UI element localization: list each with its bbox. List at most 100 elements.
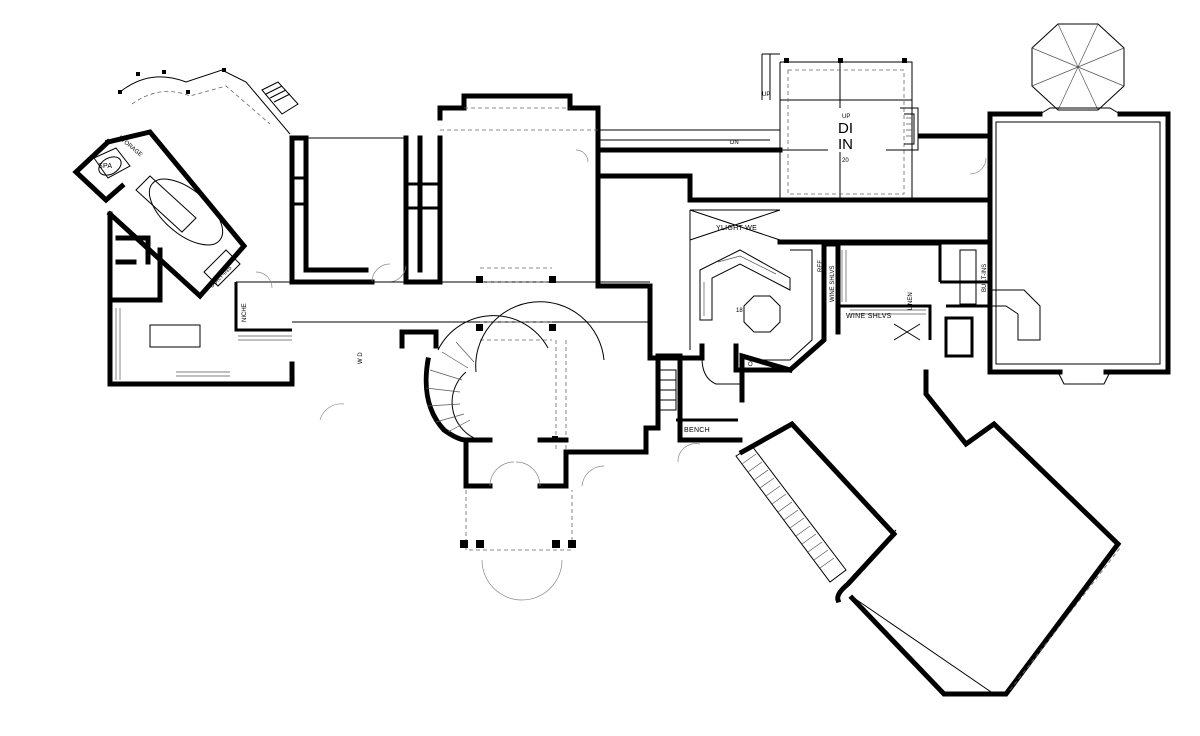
porch-column bbox=[552, 540, 560, 548]
east-wing-walls bbox=[987, 111, 1171, 375]
sunroom-curve bbox=[119, 69, 291, 135]
gallery-hall bbox=[236, 281, 650, 323]
locker-shelves bbox=[660, 369, 677, 411]
east-connector bbox=[777, 133, 993, 245]
door-swing bbox=[575, 149, 589, 163]
bay-window-bottom bbox=[1057, 371, 1111, 385]
octagon-table bbox=[743, 295, 781, 333]
door-swing bbox=[677, 443, 701, 463]
kitchen-north-walls bbox=[595, 147, 783, 203]
dining bbox=[761, 53, 919, 200]
east-wing-inner bbox=[995, 121, 1161, 365]
dining-label-mask bbox=[828, 108, 886, 152]
garage-walls bbox=[738, 369, 1122, 697]
closet-a bbox=[292, 176, 306, 206]
dining-label-fragment-top: DI bbox=[838, 120, 853, 137]
built-ins-right-cabinet bbox=[959, 249, 977, 305]
mudroom-walls bbox=[655, 352, 794, 443]
central-great-room bbox=[236, 93, 653, 341]
island-counter bbox=[149, 324, 201, 348]
foyer-arch bbox=[475, 301, 605, 373]
up-label: UP bbox=[842, 114, 850, 120]
spa-tub bbox=[93, 147, 131, 179]
sunroom-post bbox=[222, 68, 226, 72]
foyer-dashed-line bbox=[555, 340, 567, 452]
kitchen bbox=[595, 129, 841, 385]
fireplace bbox=[900, 107, 919, 151]
bay-window-top bbox=[1039, 107, 1121, 115]
dining-post bbox=[784, 58, 789, 63]
porch-column bbox=[460, 540, 468, 548]
kitchen-island-l bbox=[699, 249, 791, 321]
room-labels: SPA STORAGE BUILT-INS NICHE W D YLIGHT W… bbox=[98, 92, 988, 434]
niche-wall bbox=[234, 282, 292, 332]
skylight-label: YLIGHT WE bbox=[716, 225, 757, 232]
bedroom-b-walls bbox=[403, 135, 443, 285]
closet-shelving bbox=[115, 308, 292, 380]
fireplace-hearth bbox=[906, 117, 912, 137]
wine-room-walls bbox=[838, 242, 990, 340]
great-room-walls bbox=[437, 93, 653, 289]
bench-label: BENCH bbox=[684, 427, 710, 434]
foyer-walls bbox=[399, 329, 661, 489]
gallery-column bbox=[549, 276, 556, 283]
kitchen-counter-right bbox=[760, 249, 813, 361]
gallery-column bbox=[549, 324, 556, 331]
wine-shlvs-vertical-label: WINE SHLVS bbox=[830, 265, 836, 302]
dining-label-fragment-bottom: IN bbox=[838, 136, 853, 153]
west-closet-wall bbox=[115, 235, 151, 265]
sunroom-post bbox=[162, 70, 166, 74]
dn-label: DN bbox=[730, 140, 739, 146]
door-swing bbox=[255, 271, 273, 289]
ref-label: REF bbox=[818, 260, 824, 272]
dining-post bbox=[902, 58, 907, 63]
entry-door-swing bbox=[489, 461, 541, 487]
closet-b bbox=[406, 182, 440, 210]
linen-label: LINEN bbox=[908, 292, 914, 310]
porch-outline bbox=[465, 490, 573, 551]
builtins-right-label: BUILT-INS bbox=[982, 264, 988, 292]
stair-rail-north bbox=[761, 53, 780, 100]
gallery-column bbox=[476, 324, 483, 331]
door-swing bbox=[581, 465, 605, 487]
foyer bbox=[399, 301, 661, 601]
wine-shlvs-label: WINE SHLVS bbox=[846, 313, 892, 320]
up-mark-north: UP bbox=[762, 92, 770, 98]
garage-stair-outer bbox=[735, 445, 847, 583]
kitchen-counter-top bbox=[703, 255, 777, 316]
spa-label: SPA bbox=[98, 163, 112, 170]
wd-label: W D bbox=[358, 352, 364, 364]
dining-post bbox=[838, 58, 843, 63]
washer-x bbox=[893, 323, 921, 341]
door-swings bbox=[255, 149, 987, 487]
sunroom-post bbox=[136, 72, 140, 76]
north-bedrooms bbox=[289, 135, 443, 285]
spa-room-walls bbox=[72, 129, 248, 300]
door-swing bbox=[319, 403, 345, 421]
utility-box bbox=[944, 316, 974, 358]
porch-column bbox=[476, 540, 484, 548]
vanity-counter bbox=[135, 175, 197, 233]
dimension-20: 20 bbox=[842, 158, 849, 164]
spa-tub-basin bbox=[98, 156, 122, 176]
garage-stair-treads bbox=[741, 453, 835, 569]
garage-apron bbox=[1009, 547, 1121, 691]
o-mark: O bbox=[748, 362, 753, 368]
builtins-left-cabinet bbox=[203, 249, 241, 287]
great-room-soffit bbox=[440, 107, 598, 131]
wine-shelving bbox=[841, 250, 926, 315]
spiral-treads bbox=[425, 341, 475, 433]
gallery-column bbox=[476, 276, 483, 283]
niche-label: NICHE bbox=[242, 303, 248, 322]
tower-spokes bbox=[1031, 23, 1125, 111]
door-swing bbox=[969, 157, 987, 175]
vanity-mirror bbox=[148, 178, 224, 246]
spiral-stair-outer bbox=[437, 315, 549, 351]
bar-counter bbox=[990, 289, 1041, 341]
skylight-frame bbox=[689, 209, 781, 350]
sunroom-post bbox=[186, 90, 190, 94]
gallery-beams bbox=[480, 267, 552, 341]
door-swing bbox=[371, 263, 407, 283]
sunroom-post bbox=[118, 90, 122, 94]
